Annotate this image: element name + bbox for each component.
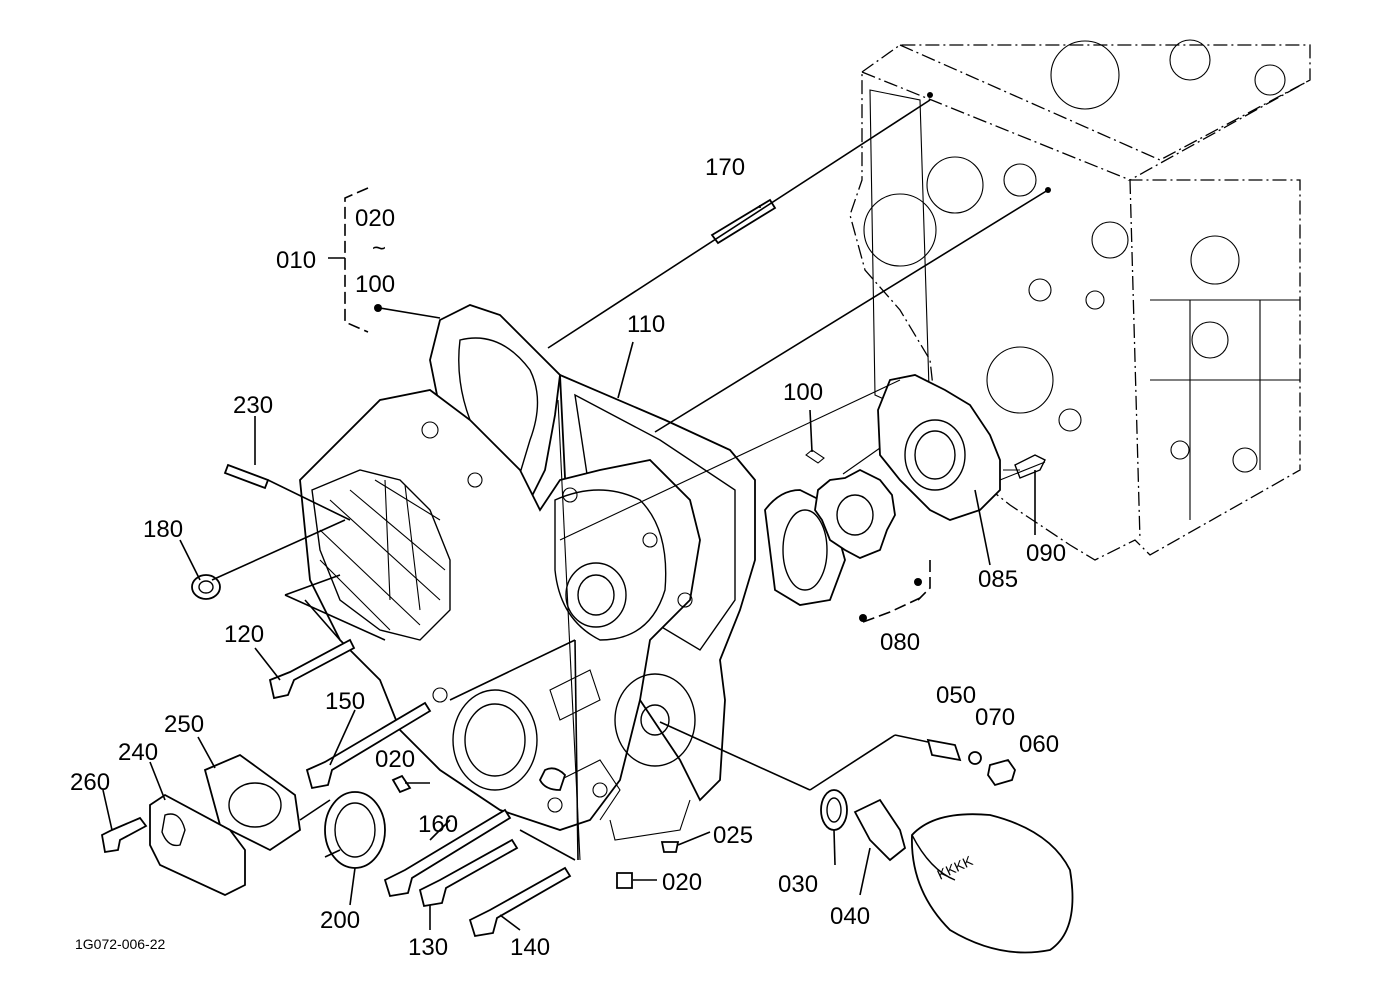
label-260: 260 <box>70 769 110 796</box>
label-060: 060 <box>1019 731 1059 758</box>
label-040: 040 <box>830 903 870 930</box>
outlet-flange-parts <box>100 753 301 896</box>
group-bracket <box>328 187 382 333</box>
label-100: 100 <box>783 379 823 406</box>
label-030: 030 <box>778 871 818 898</box>
label-070: 070 <box>975 704 1015 731</box>
label-050: 050 <box>936 682 976 709</box>
label-200: 200 <box>320 907 360 934</box>
label-085: 085 <box>978 566 1018 593</box>
label-020-a: 020 <box>375 746 415 773</box>
label-110: 110 <box>627 311 665 338</box>
label-150: 150 <box>325 688 365 715</box>
label-120: 120 <box>224 621 264 648</box>
oil-pump-parts <box>764 374 1046 623</box>
label-group-to: 100 <box>355 271 395 298</box>
part-labels: 010 020 ~ 100 170 110 100 230 180 120 15… <box>70 154 1066 961</box>
label-160: 160 <box>418 811 458 838</box>
oil-seal <box>324 791 386 869</box>
engine-block <box>849 39 1311 561</box>
leader-lines <box>102 99 1049 931</box>
relief-valve-parts <box>926 738 1016 787</box>
label-230: 230 <box>233 392 273 419</box>
label-020-b: 020 <box>662 869 702 896</box>
label-140: 140 <box>510 934 550 961</box>
label-170: 170 <box>705 154 745 181</box>
label-250: 250 <box>164 711 204 738</box>
figure-id: 1G072-006-22 <box>75 936 166 952</box>
label-010: 010 <box>276 247 316 274</box>
label-group-from: 020 <box>355 205 395 232</box>
label-080: 080 <box>880 629 920 656</box>
label-090: 090 <box>1026 540 1066 567</box>
label-025: 025 <box>713 822 753 849</box>
label-130: 130 <box>408 934 448 961</box>
label-180: 180 <box>143 516 183 543</box>
label-240: 240 <box>118 739 158 766</box>
oil-filter-parts: KKKK <box>820 789 1074 954</box>
label-group-tilde: ~ <box>372 235 386 262</box>
